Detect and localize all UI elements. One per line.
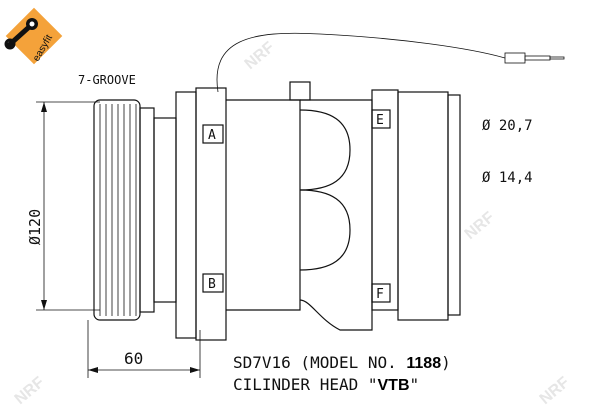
model-prefix: SD7V16 (MODEL NO. [233, 353, 406, 372]
sensor-cable [216, 32, 565, 93]
pulley [93, 99, 177, 321]
model-number: 1188 [406, 355, 441, 372]
port-f-label: F [376, 287, 384, 302]
diameter-label: Ø120 [26, 209, 44, 245]
watermark: NRF [537, 374, 573, 408]
head-prefix: CILINDER HEAD " [233, 375, 378, 394]
head-suffix: " [410, 375, 420, 394]
port-a-label: A [208, 128, 216, 143]
easyfit-logo: easyfit [4, 7, 63, 65]
port-diameter-1: Ø 20,7 [482, 118, 533, 134]
head-type: VTB [378, 377, 410, 394]
port-diameter-2: Ø 14,4 [482, 170, 533, 186]
caption-line-2: CILINDER HEAD "VTB" [233, 375, 419, 394]
watermark: NRF [12, 374, 48, 408]
caption-line-1: SD7V16 (MODEL NO. 1188) [233, 353, 451, 372]
watermark: NRF [462, 209, 498, 243]
port-e-label: E [376, 113, 384, 128]
watermark: NRF [242, 39, 278, 73]
compressor-body: A B E F [175, 81, 461, 341]
width-label: 60 [124, 349, 143, 368]
port-b-label: B [208, 277, 216, 292]
diameter-dimension: Ø120 [26, 101, 100, 311]
groove-label: 7-GROOVE [78, 73, 136, 87]
width-dimension: 60 [87, 320, 201, 378]
model-suffix: ) [441, 353, 451, 372]
